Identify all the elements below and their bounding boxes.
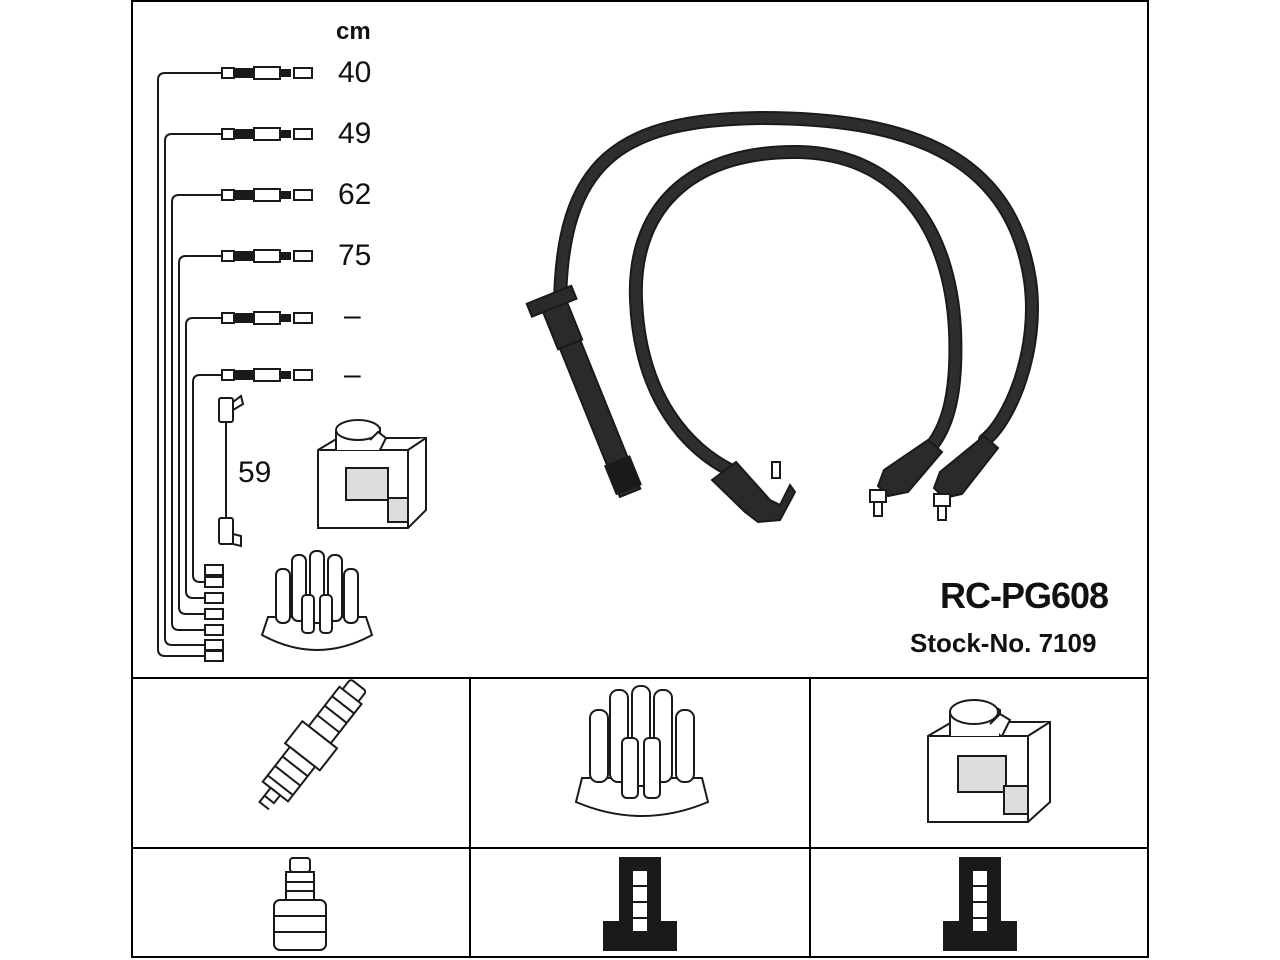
distributor-connector [204, 650, 224, 662]
spark-plug-icon [258, 679, 367, 811]
coil-lead-terminals [218, 394, 245, 548]
lead-terminal [221, 368, 313, 382]
ignition-coil-icon [927, 699, 1051, 823]
distributor-cap-icon [260, 550, 374, 651]
cap-terminal-icon [603, 857, 677, 951]
cable-length-schematic [157, 72, 227, 657]
table-grid [131, 677, 1149, 958]
distributor-connector [204, 592, 224, 604]
length-label-3: 62 [338, 178, 372, 211]
top-terminals [221, 66, 313, 382]
stock-number: Stock-No. 7109 [910, 628, 1097, 658]
length-label-1: 40 [338, 56, 372, 89]
ignition-coil-icon [317, 419, 427, 529]
plug-terminal-icon [273, 857, 327, 951]
coil-terminal-icon [943, 857, 1017, 951]
ignition-cables-illustration [553, 110, 1039, 477]
distributor-connector [204, 624, 224, 636]
distributor-connector [204, 576, 224, 588]
angled-plug-boot [710, 460, 797, 524]
distributor-connector [204, 564, 224, 576]
length-label-5: – [344, 299, 361, 332]
length-label-2: 49 [338, 117, 372, 150]
distributor-connector [204, 608, 224, 620]
length-label-4: 75 [338, 239, 372, 272]
lead-terminal [221, 311, 313, 325]
straight-plug-boot [525, 284, 642, 499]
coil-lead-length-label: 59 [238, 456, 272, 489]
distributor-cap-icon [574, 685, 710, 817]
coil-end-boots [869, 434, 1000, 521]
model-number: RC-PG608 [940, 575, 1109, 616]
lead-terminal [221, 127, 313, 141]
lead-terminal [221, 188, 313, 202]
lead-terminal [221, 249, 313, 263]
length-label-6: – [344, 358, 361, 391]
unit-label: cm [336, 18, 371, 45]
distributor-connector [204, 639, 224, 651]
lead-terminal [221, 66, 313, 80]
distributor-connectors [204, 564, 224, 662]
